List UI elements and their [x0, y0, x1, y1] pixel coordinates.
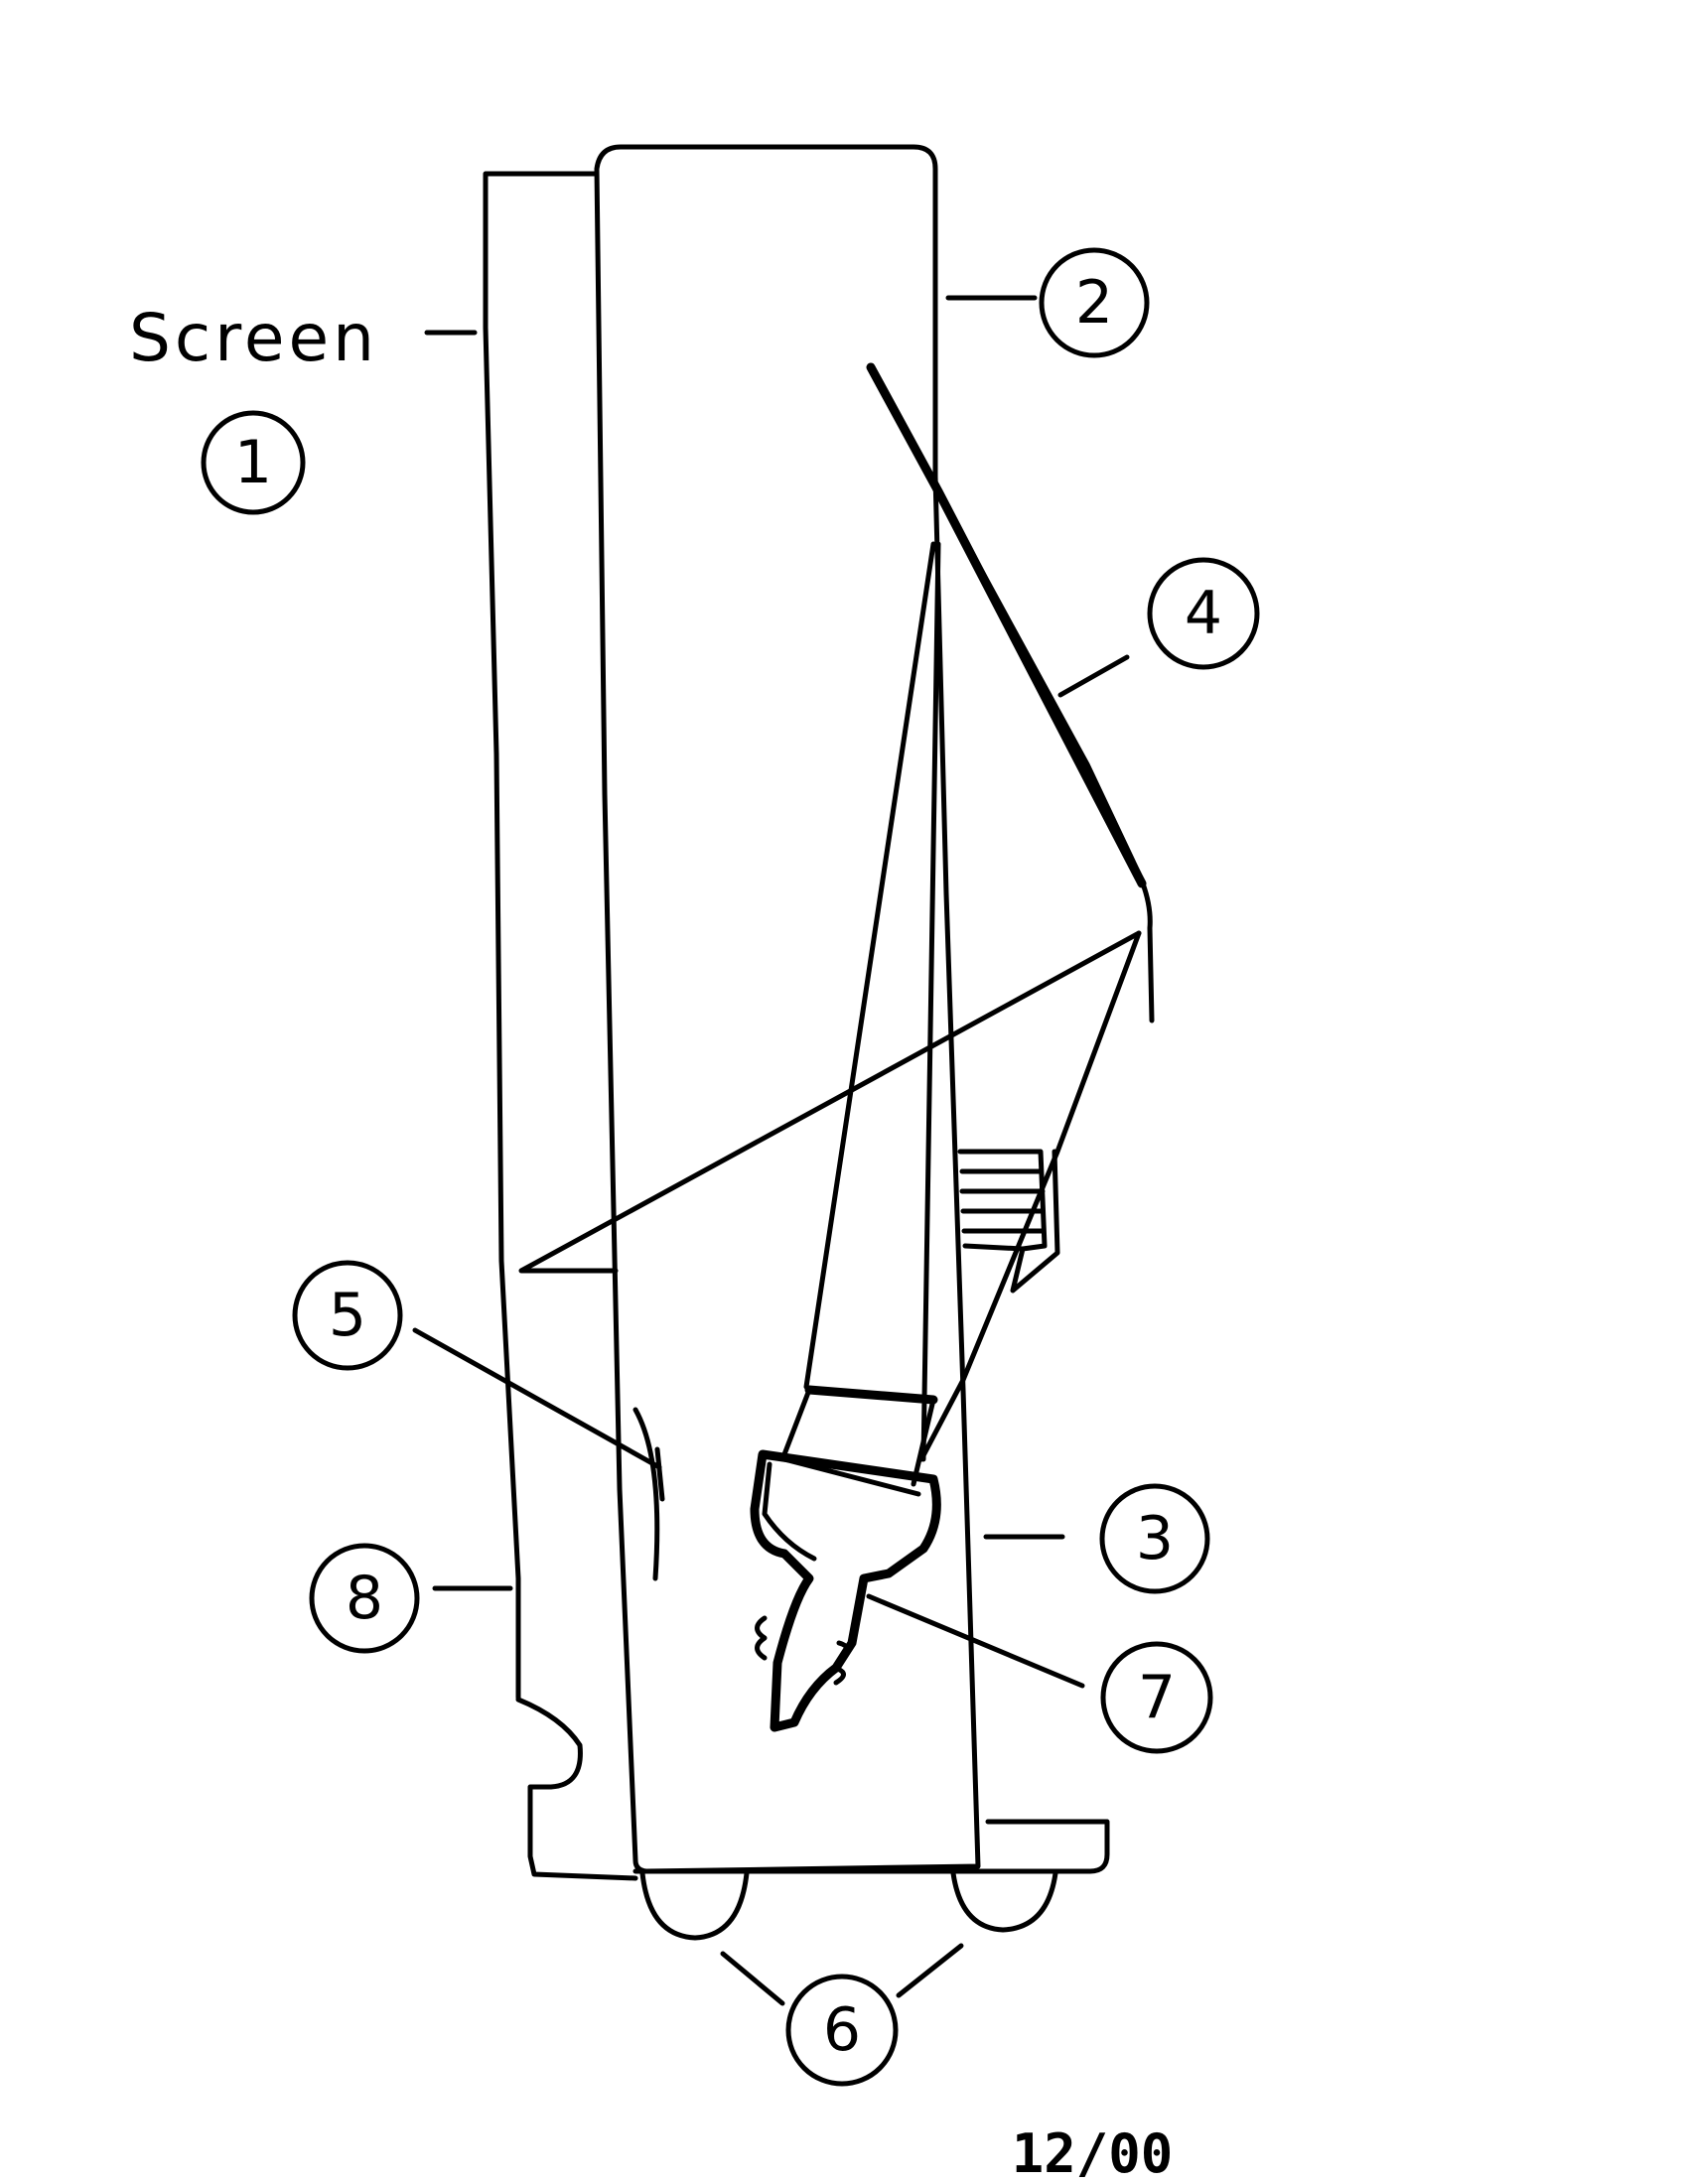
callout-circle-6 — [785, 1974, 899, 2087]
projector-inner — [762, 1456, 921, 1562]
date-stamp: 12/00 — [1012, 2122, 1174, 2184]
screen-panel-notch — [515, 1697, 638, 1881]
projector-housing — [750, 1449, 941, 1732]
cabinet-base — [632, 1819, 1110, 1874]
projector-lens — [781, 1387, 936, 1487]
callout-7: 7 — [1138, 1663, 1176, 1732]
mirror-4 — [866, 362, 1147, 888]
light-path-to-screen — [518, 930, 1142, 1274]
screen-label: Screen — [129, 300, 378, 376]
projector-fittings — [755, 1615, 850, 1686]
callout-4: 4 — [1185, 579, 1222, 648]
leader-6-right — [896, 1943, 964, 1998]
speaker-5 — [632, 1407, 665, 1581]
callout-circle-5 — [292, 1260, 403, 1371]
callout-8: 8 — [346, 1564, 383, 1633]
caster-left — [639, 1870, 750, 1941]
light-path-right — [920, 541, 941, 1462]
light-path-to-mirror-top — [803, 541, 936, 1390]
callout-3: 3 — [1136, 1504, 1174, 1573]
leader-5 — [412, 1327, 662, 1470]
callout-circle-4 — [1147, 557, 1260, 670]
screen-panel — [483, 171, 600, 1701]
mirror-4-edge — [935, 488, 1155, 1024]
leader-6-left — [720, 1951, 785, 2006]
leader-7 — [866, 1593, 1085, 1689]
callout-6: 6 — [823, 1995, 861, 2065]
caster-right — [950, 1870, 1058, 1933]
lens-stack — [957, 1149, 1060, 1294]
callout-2: 2 — [1075, 268, 1113, 338]
light-path-lower — [918, 930, 1142, 1462]
callout-circle-8 — [309, 1543, 420, 1654]
callout-1: 1 — [234, 428, 272, 497]
leader-4 — [1057, 654, 1130, 698]
callout-5: 5 — [329, 1281, 366, 1350]
callout-circle-1 — [201, 410, 306, 515]
callout-circle-3 — [1099, 1483, 1210, 1594]
callout-circle-2 — [1039, 247, 1150, 358]
callout-circle-7 — [1100, 1641, 1213, 1754]
projector-lens-barrel — [804, 1385, 938, 1405]
cabinet-body — [594, 144, 981, 1874]
